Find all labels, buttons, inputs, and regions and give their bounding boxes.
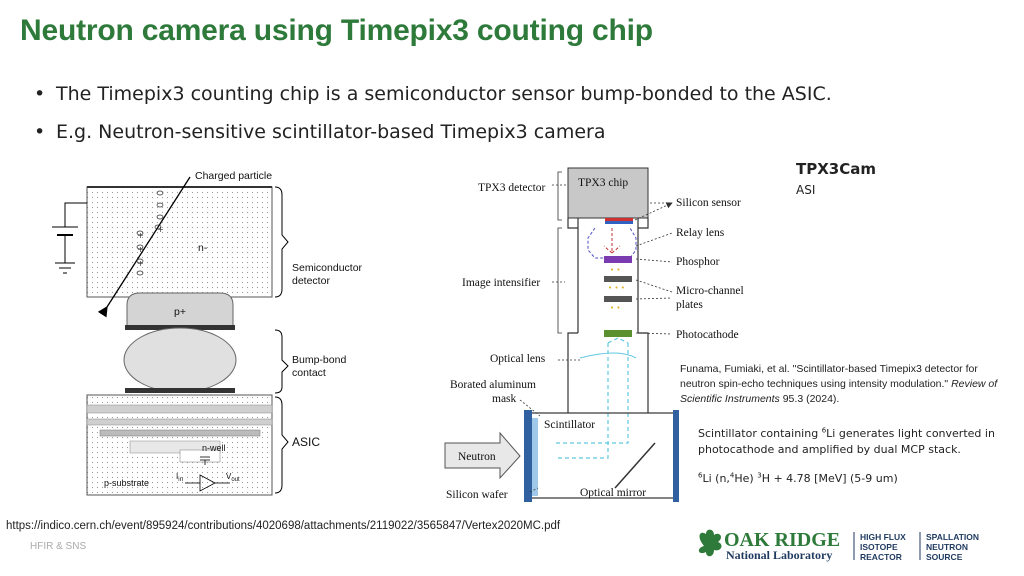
scintillator-note: Scintillator containing 6Li generates li… — [698, 426, 995, 456]
label-silicon-wafer: Silicon wafer — [446, 489, 508, 501]
svg-text:• • •: • • • — [608, 284, 625, 292]
tpx3-camera-diagram: • •• • •• • TPX3 chip TPX3 detector S — [444, 167, 747, 502]
label-p-plus: p+ — [174, 306, 186, 318]
oak-leaf-icon — [698, 529, 722, 557]
svg-text:OAK RIDGE: OAK RIDGE — [724, 529, 840, 551]
svg-text:+: + — [157, 225, 164, 234]
svg-text:• •: • • — [610, 266, 620, 274]
svg-text:REACTOR: REACTOR — [860, 552, 902, 562]
bullet-item: The Timepix3 counting chip is a semicond… — [34, 80, 832, 118]
source-url-link[interactable]: https://indico.cern.ch/event/895924/cont… — [6, 520, 561, 532]
svg-text:NEUTRON: NEUTRON — [926, 542, 968, 552]
phosphor-layer — [604, 256, 632, 263]
label-photocathode: Photocathode — [676, 329, 739, 341]
label-scintillator: Scintillator — [544, 419, 595, 431]
footer-text: HFIR & SNS — [30, 541, 87, 552]
svg-text:National Laboratory: National Laboratory — [726, 548, 832, 562]
label-silicon-sensor: Silicon sensor — [676, 197, 741, 209]
citation-journal: Review of Scientific Instruments — [680, 378, 998, 405]
label-tpx3-chip: TPX3 chip — [578, 177, 628, 189]
label-charged-particle: Charged particle — [195, 170, 272, 182]
reaction-equation: 6Li (n,4He) 3H + 4.78 [MeV] (5-9 um) — [698, 471, 898, 485]
label-bump-bond-contact: Bump-bond contact — [292, 354, 349, 379]
label-asic: ASIC — [292, 435, 320, 449]
label-optical-lens: Optical lens — [490, 353, 546, 365]
svg-text:+: + — [137, 259, 144, 268]
citation-volume: 95.3 (2024). — [782, 393, 840, 405]
label-optical-mirror: Optical mirror — [580, 487, 646, 499]
label-borated-aluminum-mask: Borated aluminum mask — [450, 379, 539, 405]
label-neutron: Neutron — [458, 451, 496, 463]
slide-title: Neutron camera using Timepix3 couting ch… — [20, 14, 653, 47]
tpx3cam-title: TPX3Cam — [796, 160, 876, 178]
label-n-minus: n- — [198, 242, 208, 254]
svg-text:• •: • • — [610, 304, 620, 312]
amplifier-symbol — [185, 456, 230, 492]
label-semiconductor-detector: Semiconductor detector — [292, 262, 365, 287]
label-v-out: Vout — [226, 472, 240, 483]
label-p-substrate: p-substrate — [104, 478, 149, 488]
label-tpx3-detector: TPX3 detector — [478, 182, 546, 194]
p-plus-region — [126, 292, 234, 328]
bump-bond — [123, 327, 237, 393]
neutron-beam-arrow — [444, 431, 521, 480]
citation-authors: Funama, Fumiaki, et al. "Scintillator-ba… — [680, 363, 978, 390]
label-i-in: Iin — [176, 472, 183, 483]
bullet-list: The Timepix3 counting chip is a semicond… — [34, 80, 832, 156]
charge-carriers — [136, 190, 164, 276]
particle-track — [97, 176, 191, 318]
svg-text:ISOTOPE: ISOTOPE — [860, 542, 898, 552]
svg-text:SOURCE: SOURCE — [926, 552, 963, 562]
label-image-intensifier: Image intensifier — [462, 277, 540, 289]
optical-mirror — [614, 442, 656, 489]
tpx3-chip — [567, 167, 649, 219]
mcp-plate-1 — [604, 276, 632, 282]
citation: Funama, Fumiaki, et al. "Scintillator-ba… — [680, 362, 1010, 407]
bullet-item: E.g. Neutron-sensitive scintillator-base… — [34, 118, 832, 156]
svg-text:HIGH FLUX: HIGH FLUX — [860, 532, 906, 542]
label-micro-channel-plates: Micro-channel plates — [676, 285, 747, 311]
svg-text:+: + — [137, 231, 144, 240]
photocathode-layer — [604, 330, 632, 337]
sensor-block — [86, 186, 273, 298]
timepix-pixel-diagram: + + + + Charged particle n- p+ Semiconduct… — [52, 170, 365, 496]
svg-text:+: + — [137, 245, 144, 254]
oak-ridge-logo: OAK RIDGE National Laboratory HIGH FLUX … — [698, 529, 979, 562]
label-n-well: n-well — [202, 443, 226, 453]
label-relay-lens: Relay lens — [676, 227, 725, 239]
svg-text:SPALLATION: SPALLATION — [926, 532, 979, 542]
tpx3cam-subtitle: ASI — [796, 183, 816, 197]
mcp-plate-2 — [604, 296, 632, 302]
label-phosphor: Phosphor — [676, 256, 720, 268]
